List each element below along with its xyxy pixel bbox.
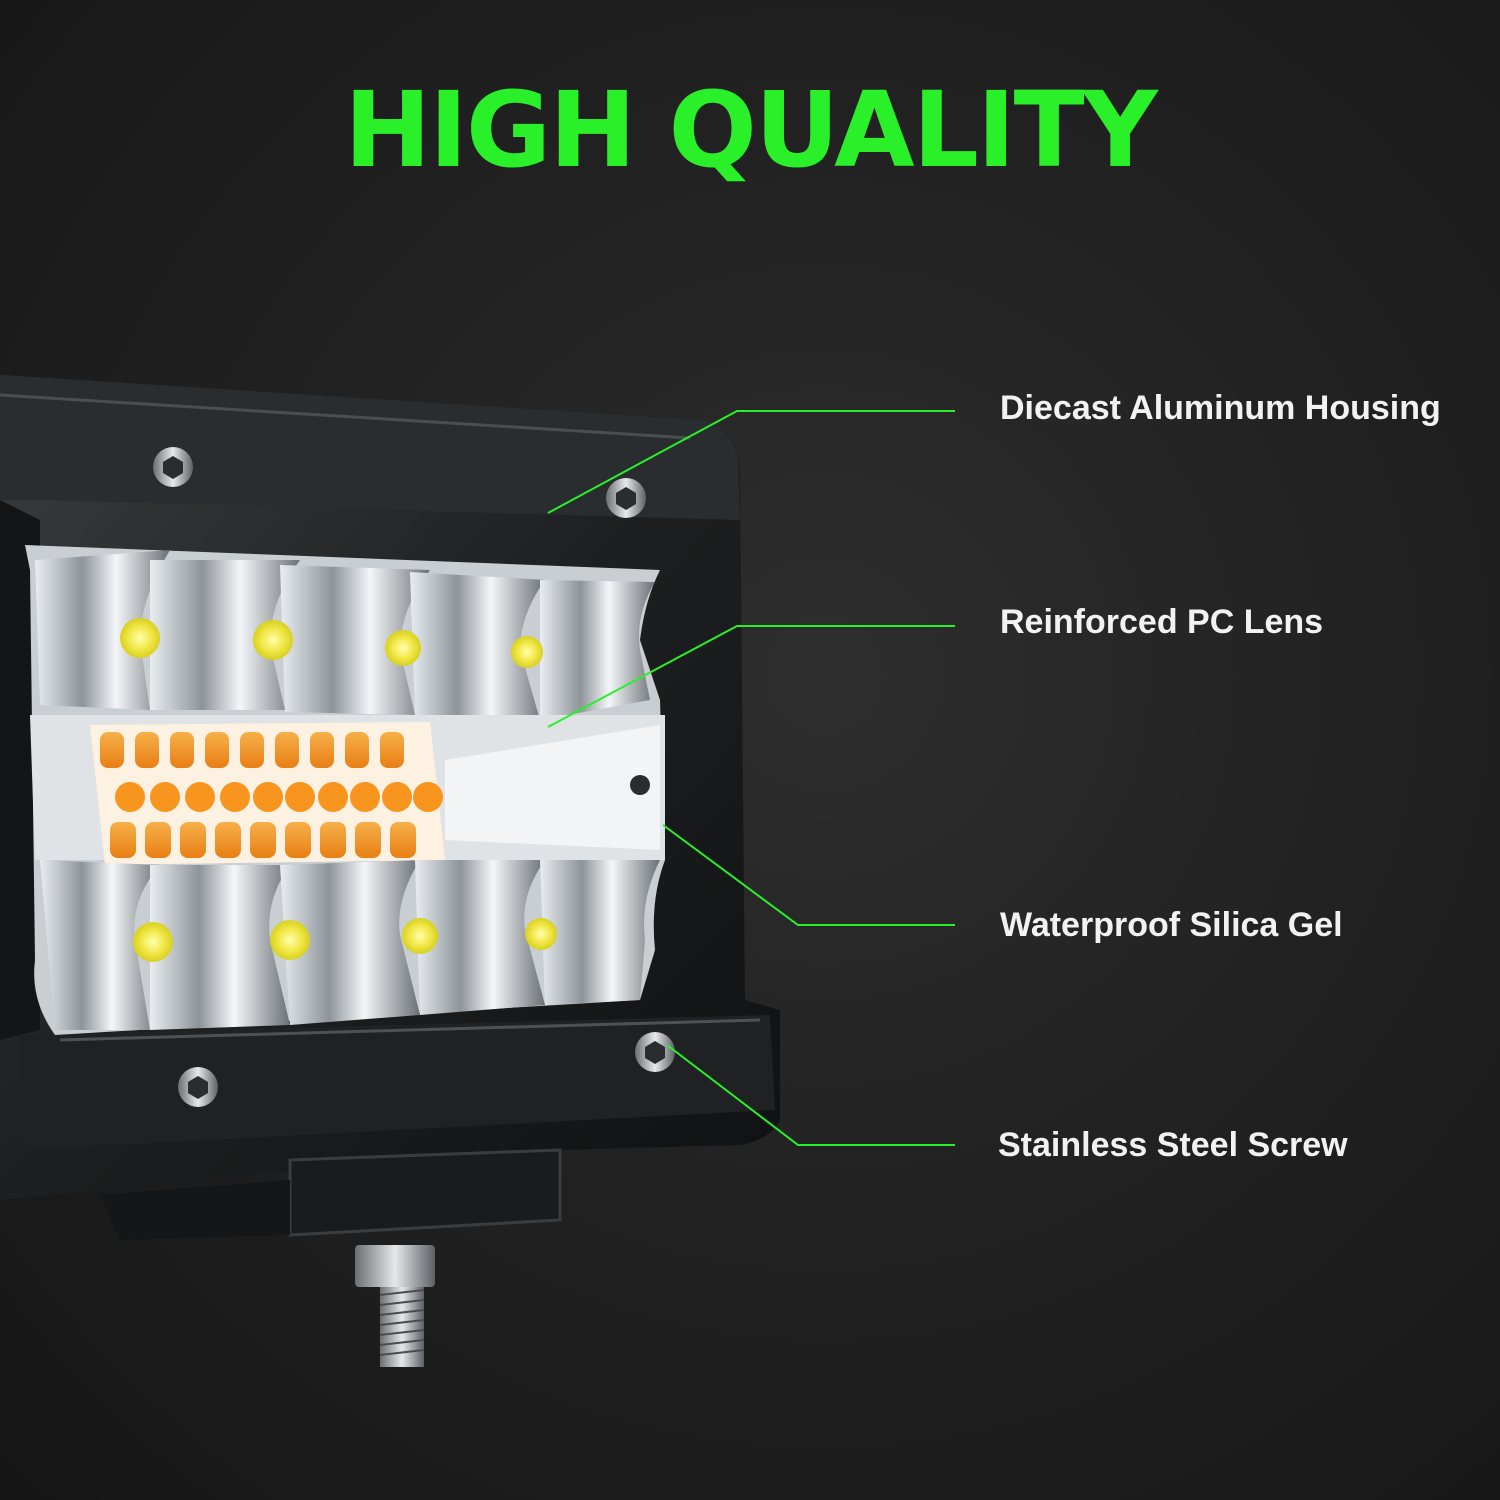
leader-line-screw xyxy=(666,1044,955,1146)
white-led xyxy=(270,920,310,960)
hex-screws xyxy=(153,447,675,1107)
top-white-leds xyxy=(120,618,543,668)
white-led xyxy=(511,636,543,668)
side-screw xyxy=(630,775,650,795)
leader-line-housing xyxy=(547,410,955,514)
bottom-reflector-row xyxy=(40,860,660,1030)
mounting-nut xyxy=(355,1245,435,1287)
leader-line-lens xyxy=(547,625,955,728)
callout-label-lens: Reinforced PC Lens xyxy=(1000,603,1324,641)
white-led xyxy=(133,922,173,962)
white-led xyxy=(385,630,421,666)
headline: HIGH QUALITY xyxy=(344,69,1158,191)
callout-label-screw: Stainless Steel Screw xyxy=(998,1126,1348,1164)
top-reflector-row xyxy=(35,550,655,720)
callout-label-silica-gel: Waterproof Silica Gel xyxy=(1000,906,1343,944)
mounting-bracket xyxy=(288,1148,562,1237)
housing-bottom-rim xyxy=(20,1015,775,1150)
white-led xyxy=(253,620,293,660)
callout-label-housing: Diecast Aluminum Housing xyxy=(1000,389,1441,427)
bottom-white-leds xyxy=(133,918,557,962)
housing-top-rim xyxy=(0,375,740,520)
leader-line-silica-gel xyxy=(662,824,955,926)
amber-led-bar xyxy=(30,715,665,865)
white-led xyxy=(120,618,160,658)
white-led xyxy=(402,918,438,954)
housing-left-side xyxy=(0,500,40,1040)
white-led xyxy=(525,918,557,950)
